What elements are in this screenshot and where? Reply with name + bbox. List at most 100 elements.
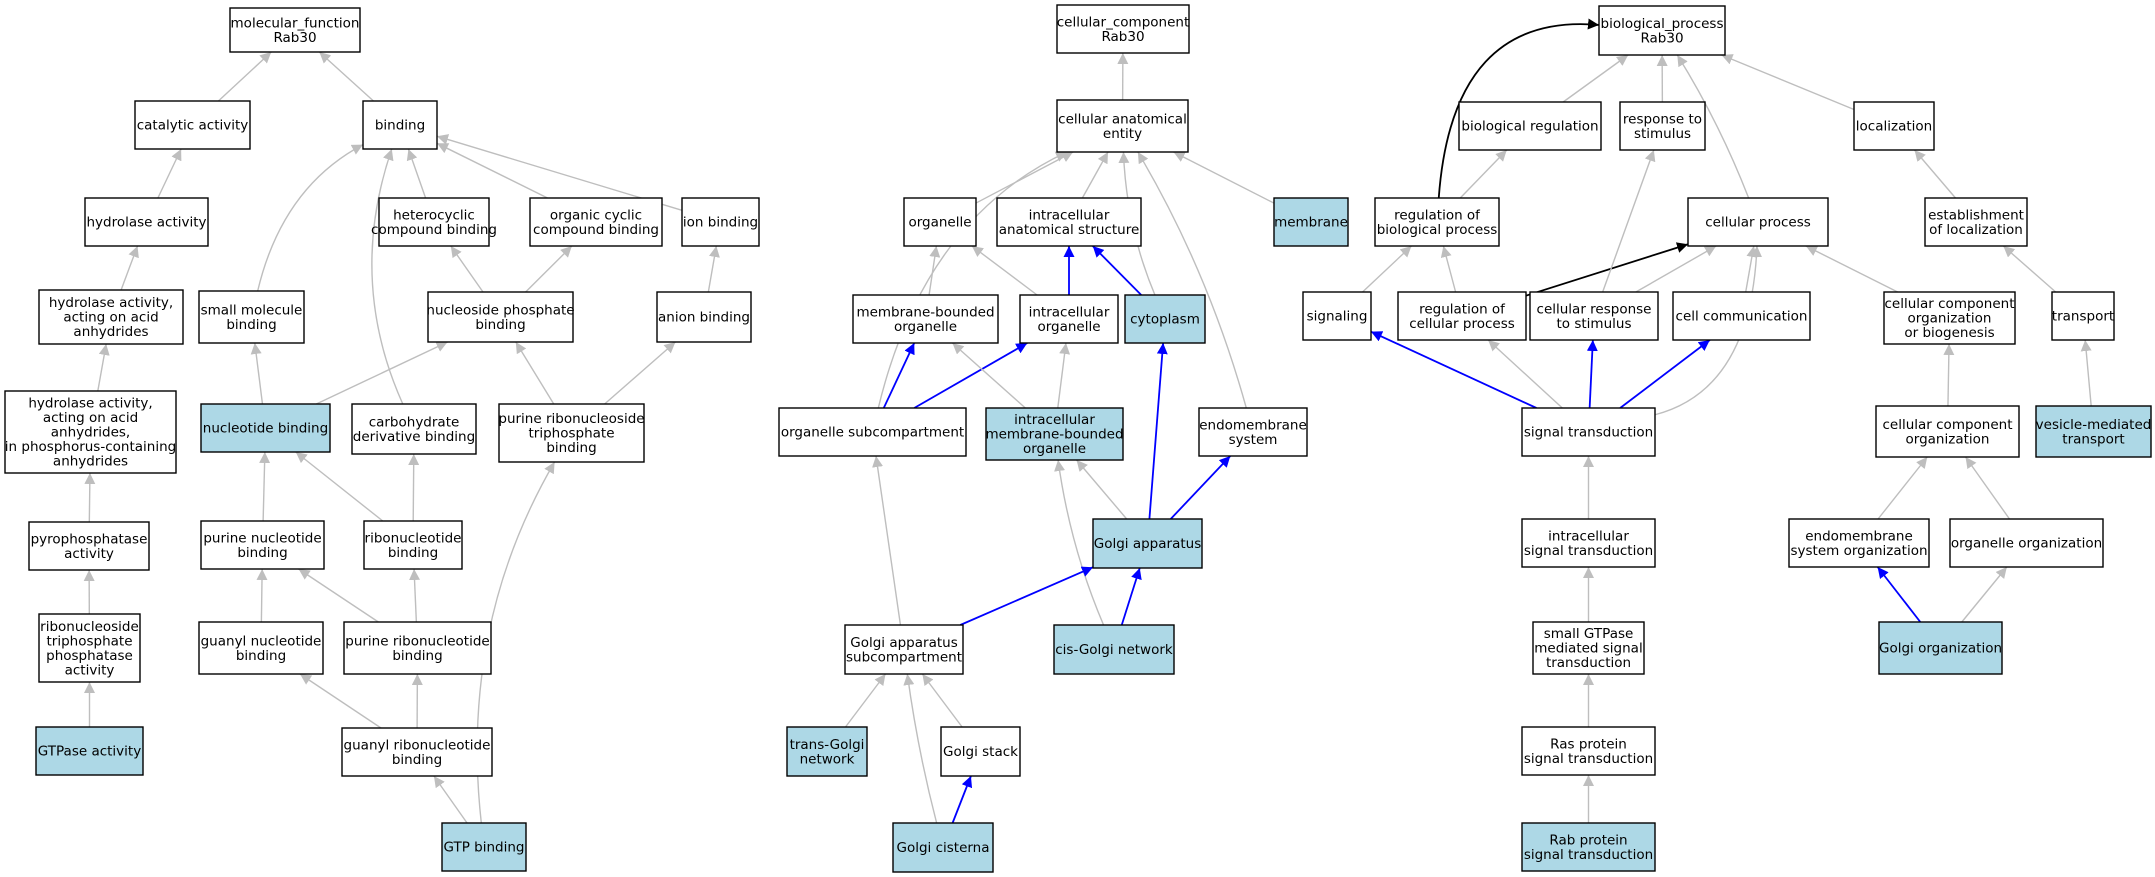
edge-cell_resp-to-resp_stim [1601,149,1656,293]
node-ntpase[interactable]: ribonucleosidetriphosphatephosphataseact… [38,613,141,683]
node-gtpase[interactable]: GTPase activity [35,726,144,776]
edge-golgi_org-to-endomem_org [1876,566,1922,623]
node-label-line: binding [375,118,425,134]
node-label-line: catalytic activity [137,118,249,134]
edge-ribonuc-to-nucleotide [295,451,384,522]
node-box [1883,291,2016,345]
node-sig-trans[interactable]: signal transduction [1521,407,1656,457]
node-label-line: binding [392,752,442,768]
node-binding[interactable]: binding [362,100,438,150]
node-hydro-phos[interactable]: hydrolase activity,acting on acidanhydri… [4,390,177,474]
node-catalytic[interactable]: catalytic activity [134,100,251,150]
node-box [1672,291,1811,341]
node-golgi[interactable]: Golgi apparatus [1092,518,1203,569]
node-ion[interactable]: ion binding [681,197,760,247]
node-label-line: small molecule [201,302,303,318]
node-cell-comm[interactable]: cell communication [1672,291,1811,341]
node-cell-proc[interactable]: cellular process [1687,197,1829,247]
node-hydro-acid[interactable]: hydrolase activity,acting on acidanhydri… [38,289,184,345]
node-golgi-cist[interactable]: Golgi cisterna [892,822,994,873]
node-label-line: biological regulation [1461,119,1598,135]
node-hydrolase[interactable]: hydrolase activity [84,197,209,247]
node-nucleotide[interactable]: nucleotide binding [200,403,331,453]
node-label-line: Rab30 [273,30,316,46]
node-cytoplasm[interactable]: cytoplasm [1124,294,1206,344]
edge-golgi_sub-to-osc [872,455,902,626]
edge-est_loc-to-localization [1913,149,1957,199]
node-signaling[interactable]: signaling [1302,291,1372,341]
edge-osc-to-mbo [882,342,916,409]
node-box [427,291,574,343]
node-cis-golgi[interactable]: cis-Golgi network [1053,624,1175,675]
node-label-line: cellular anatomical [1058,111,1187,127]
node-bio-reg[interactable]: biological regulation [1458,101,1602,151]
node-box [2035,405,2152,458]
node-organelle[interactable]: organelle [903,197,977,247]
node-label-line: purine nucleotide [203,530,321,546]
node-golgi-stack[interactable]: Golgi stack [940,726,1021,777]
node-box [681,197,760,247]
node-box [1521,822,1656,872]
node-label-line: anatomical structure [999,222,1140,238]
node-label-line: signal transduction [1524,751,1653,767]
node-membrane[interactable]: membrane [1273,197,1349,247]
node-localization[interactable]: localization [1853,101,1935,151]
edge-imbo-to-mbo [951,342,1026,409]
node-box [28,521,150,571]
edge-cell_resp-to-cell_proc [1635,245,1717,293]
edge-cell_proc-to-bp [1676,54,1750,199]
node-gtp[interactable]: GTP binding [441,822,527,872]
node-label-line: compound binding [533,222,659,238]
node-box [1302,291,1372,341]
node-golgi-org[interactable]: Golgi organization [1878,621,2003,675]
node-label-line: localization [1856,119,1932,135]
node-label-line: Rab protein [1549,832,1627,848]
node-organelle-org[interactable]: organelle organization [1949,518,2104,568]
edge-nuc_phos-to-heterocyclic [450,245,484,293]
node-label-line: binding [546,440,596,456]
node-osc[interactable]: organelle subcompartment [778,407,967,457]
node-box [1529,291,1659,341]
edge-pur_ribonuc_tp-to-nuc_phos [515,341,555,405]
node-anion[interactable]: anion binding [656,291,752,343]
node-box [341,727,493,777]
node-transport[interactable]: transport [2051,291,2115,341]
